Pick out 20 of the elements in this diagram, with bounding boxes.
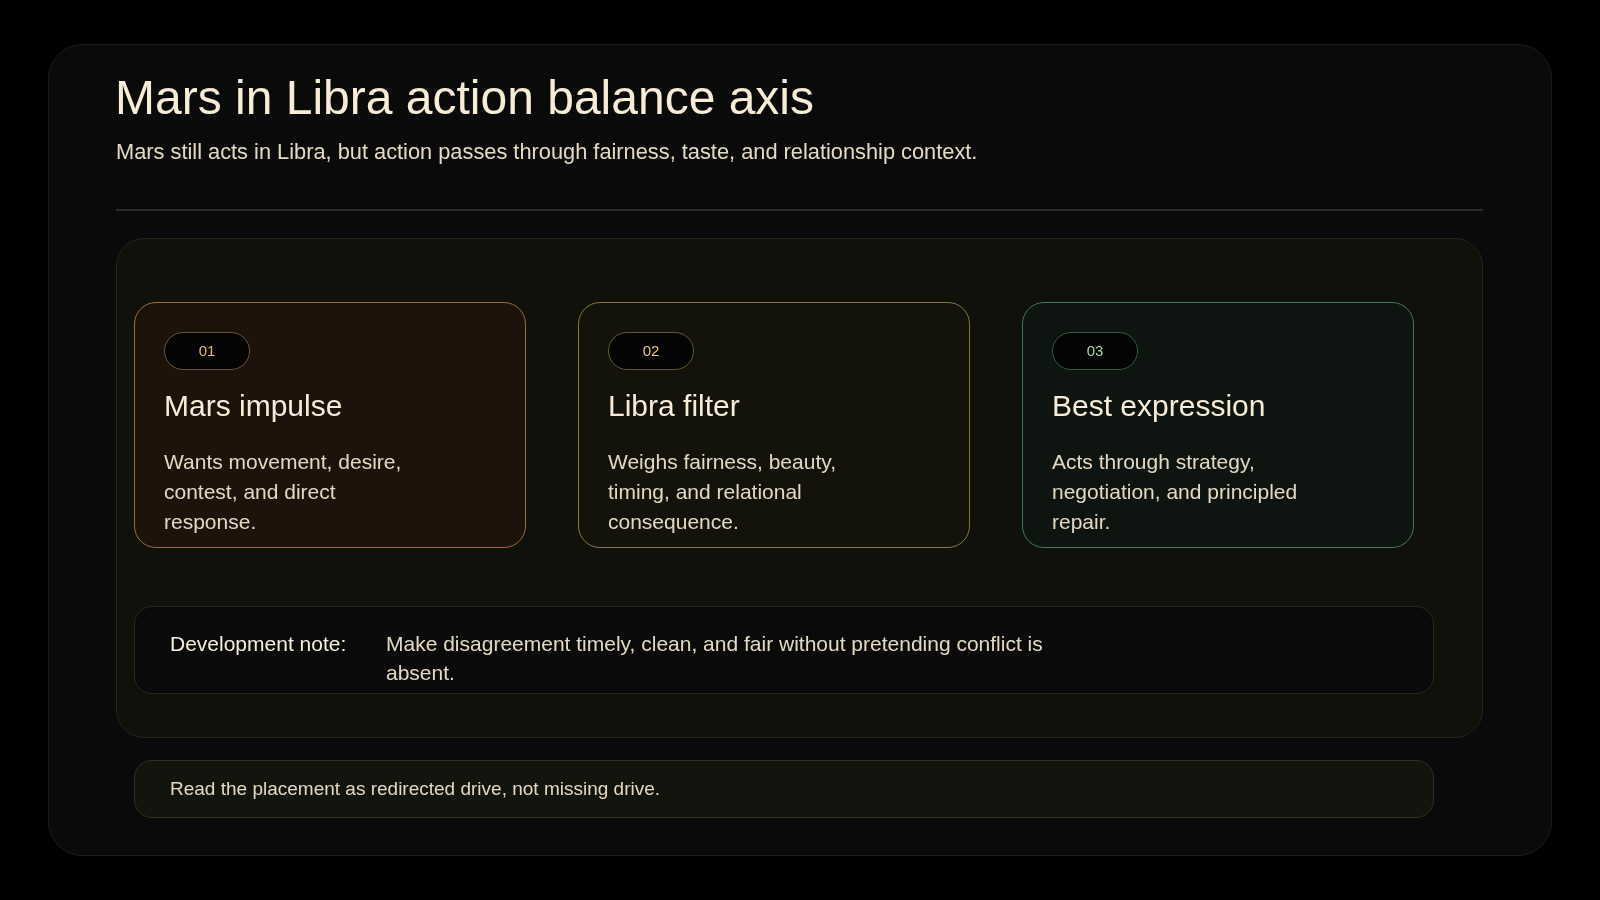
step-card xyxy=(1022,302,1414,548)
note-panel xyxy=(134,606,1434,694)
subtitle: Mars still acts in Libra, but action passes through fairness, taste, and relationship context. xyxy=(116,138,978,166)
footer-bar xyxy=(134,760,1434,818)
card-description: Weighs fairness, beauty, timing, and relational consequence. xyxy=(608,449,837,535)
page-title: Mars in Libra action balance axis xyxy=(115,70,815,126)
card-description: Acts through strategy, negotiation, and principled repair. xyxy=(1052,449,1299,535)
content-panel xyxy=(116,238,1483,738)
step-card xyxy=(578,302,970,548)
card-description: Wants movement, desire, contest, and direct response. xyxy=(164,449,403,535)
card-heading: Mars impulse xyxy=(164,388,343,424)
step-number: 03 xyxy=(1052,332,1138,370)
step-card xyxy=(134,302,526,548)
card-heading: Best expression xyxy=(1052,388,1266,424)
footer-note: Read the placement as redirected drive, not missing drive. xyxy=(170,777,661,801)
step-number: 02 xyxy=(608,332,694,370)
note-label: Development note: xyxy=(170,631,347,657)
note-text: Make disagreement timely, clean, and fair without pretending conflict is absent. xyxy=(386,631,1044,686)
step-number: 01 xyxy=(164,332,250,370)
card-heading: Libra filter xyxy=(608,388,740,424)
